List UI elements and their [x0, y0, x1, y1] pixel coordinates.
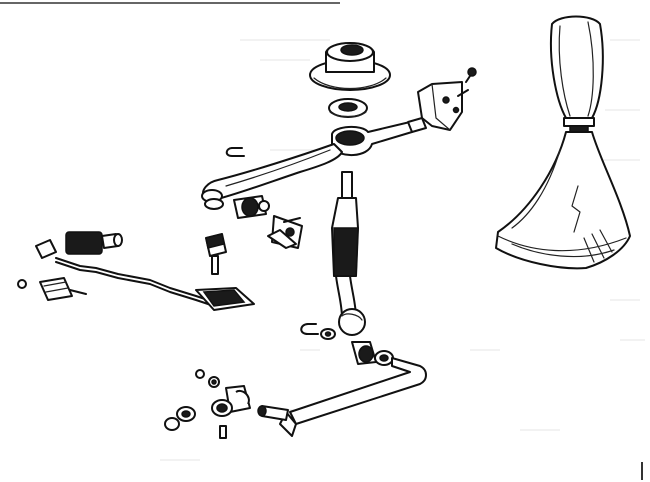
shift-rod [332, 172, 365, 335]
shift-boot [496, 132, 630, 268]
rod-bushings [205, 196, 269, 218]
selector-rod-arm [202, 144, 342, 202]
shift-lever-arm [332, 118, 426, 155]
bearing-ring [329, 99, 367, 117]
selector-housing [310, 43, 390, 90]
wiring-harness [18, 258, 214, 306]
scan-background-artifacts [0, 3, 645, 480]
lower-joint [352, 342, 393, 365]
shift-knob [551, 17, 603, 133]
retaining-clip [227, 148, 244, 156]
linkage-rod [258, 358, 426, 436]
support-bracket [418, 68, 476, 130]
detent-plunger [196, 234, 254, 310]
middle-bracket [268, 216, 302, 248]
reverse-light-switch [36, 232, 122, 258]
lower-clips [301, 324, 335, 339]
linkage-bushing-set [165, 370, 250, 438]
